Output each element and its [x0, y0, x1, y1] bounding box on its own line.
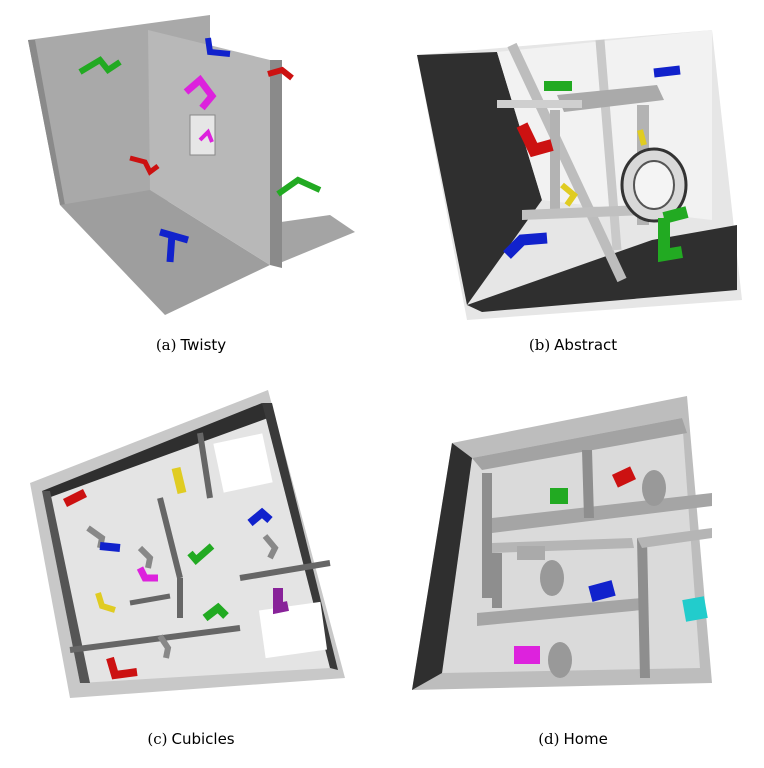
magenta-chair-d: [514, 646, 540, 664]
caption-b-name: Abstract: [554, 336, 618, 354]
blue-piece-b1: [653, 65, 681, 78]
blue-piece-1: [205, 37, 231, 57]
blue-piece-c2: [247, 507, 273, 527]
red-chair-d: [611, 466, 637, 488]
red-piece-c2: [106, 656, 138, 680]
green-piece-2: [276, 176, 322, 197]
red-piece-2: [267, 66, 294, 81]
twisty-scene: [28, 15, 355, 315]
caption-d: (d)Home: [382, 730, 764, 748]
blue-table-d: [588, 580, 616, 602]
red-piece-1: [129, 155, 160, 176]
green-piece-c1: [187, 543, 215, 565]
yellow-piece-c2: [95, 592, 116, 613]
caption-c-name: Cubicles: [171, 730, 235, 748]
green-chair-d: [550, 488, 568, 504]
figure-d-home: (d)Home: [382, 378, 764, 768]
caption-d-label: (d): [538, 730, 560, 748]
cubicles-scene: [30, 390, 345, 698]
red-piece-c1: [62, 488, 88, 508]
purple-piece-c: [273, 588, 289, 615]
caption-b: (b)Abstract: [382, 336, 764, 354]
blue-piece-b2: [503, 232, 548, 259]
figure-a-twisty: (a)Twisty: [0, 0, 382, 372]
figure-c-cubicles: (c)Cubicles: [0, 378, 382, 768]
red-piece-b: [516, 122, 554, 158]
green-piece-1: [78, 56, 122, 75]
figure-b-abstract: (b)Abstract: [382, 0, 764, 372]
blue-piece-c1: [99, 542, 121, 552]
caption-a: (a)Twisty: [0, 336, 382, 354]
yellow-piece-c1: [171, 466, 187, 495]
caption-a-label: (a): [155, 336, 177, 354]
caption-b-label: (b): [528, 336, 551, 354]
magenta-piece-1: [183, 74, 217, 111]
abstract-scene: [417, 30, 742, 320]
caption-c: (c)Cubicles: [0, 730, 382, 748]
cyan-table-d: [682, 596, 708, 622]
yellow-piece-b1: [560, 182, 579, 207]
yellow-piece-b2: [637, 129, 647, 146]
magenta-piece-c: [136, 566, 158, 582]
caption-c-label: (c): [147, 730, 168, 748]
green-piece-c2: [202, 602, 229, 622]
blue-piece-2: [159, 228, 189, 263]
green-piece-b2: [658, 206, 689, 263]
home-scene: [412, 396, 712, 690]
caption-a-name: Twisty: [180, 336, 227, 354]
caption-d-name: Home: [563, 730, 608, 748]
